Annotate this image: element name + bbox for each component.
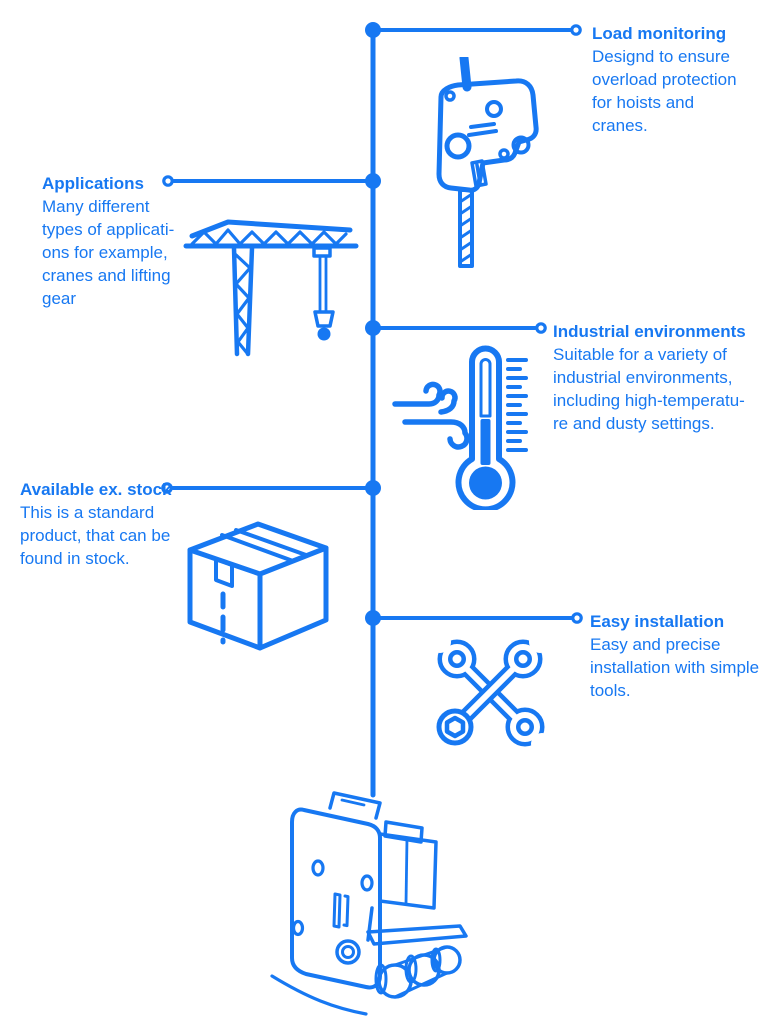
feature-industrial-environments: Industrial environments Suitable for a v… (553, 320, 768, 435)
node-dot (365, 173, 381, 189)
thermometer-wind-icon (385, 342, 535, 510)
end-dot (570, 24, 582, 36)
feature-body: Designd to ensure overload protection fo… (592, 47, 737, 135)
crossed-wrenches-icon (427, 632, 553, 752)
load-limiter-product-drawing (268, 780, 478, 1020)
feature-body: Many different types of applicati- ons f… (42, 197, 175, 308)
feature-body: Easy and precise installation with simpl… (590, 635, 760, 700)
feature-easy-installation: Easy installation Easy and precise insta… (590, 610, 774, 702)
end-dot (571, 612, 583, 624)
rope-mounted-limit-switch-icon (420, 57, 556, 271)
feature-load-monitoring: Load monitoring Designd to ensure overlo… (592, 22, 767, 137)
feature-title: Load monitoring (592, 24, 727, 43)
feature-title: Applications (42, 174, 145, 193)
tower-crane-icon (182, 196, 362, 358)
feature-title: Available ex. stock (20, 480, 172, 499)
feature-body: This is a standard product, that can be … (20, 503, 171, 568)
node-dot (365, 22, 381, 38)
node-dot (365, 320, 381, 336)
feature-body: Suitable for a variety of industrial env… (553, 345, 745, 433)
feature-title: Industrial environments (553, 322, 746, 341)
node-dot (365, 610, 381, 626)
feature-available-ex-stock: Available ex. stock This is a standard p… (20, 478, 190, 570)
node-dot (365, 480, 381, 496)
end-dot (535, 322, 547, 334)
feature-applications: Applications Many different types of app… (42, 172, 192, 310)
shipping-box-icon (176, 516, 334, 654)
feature-title: Easy installation (590, 612, 725, 631)
